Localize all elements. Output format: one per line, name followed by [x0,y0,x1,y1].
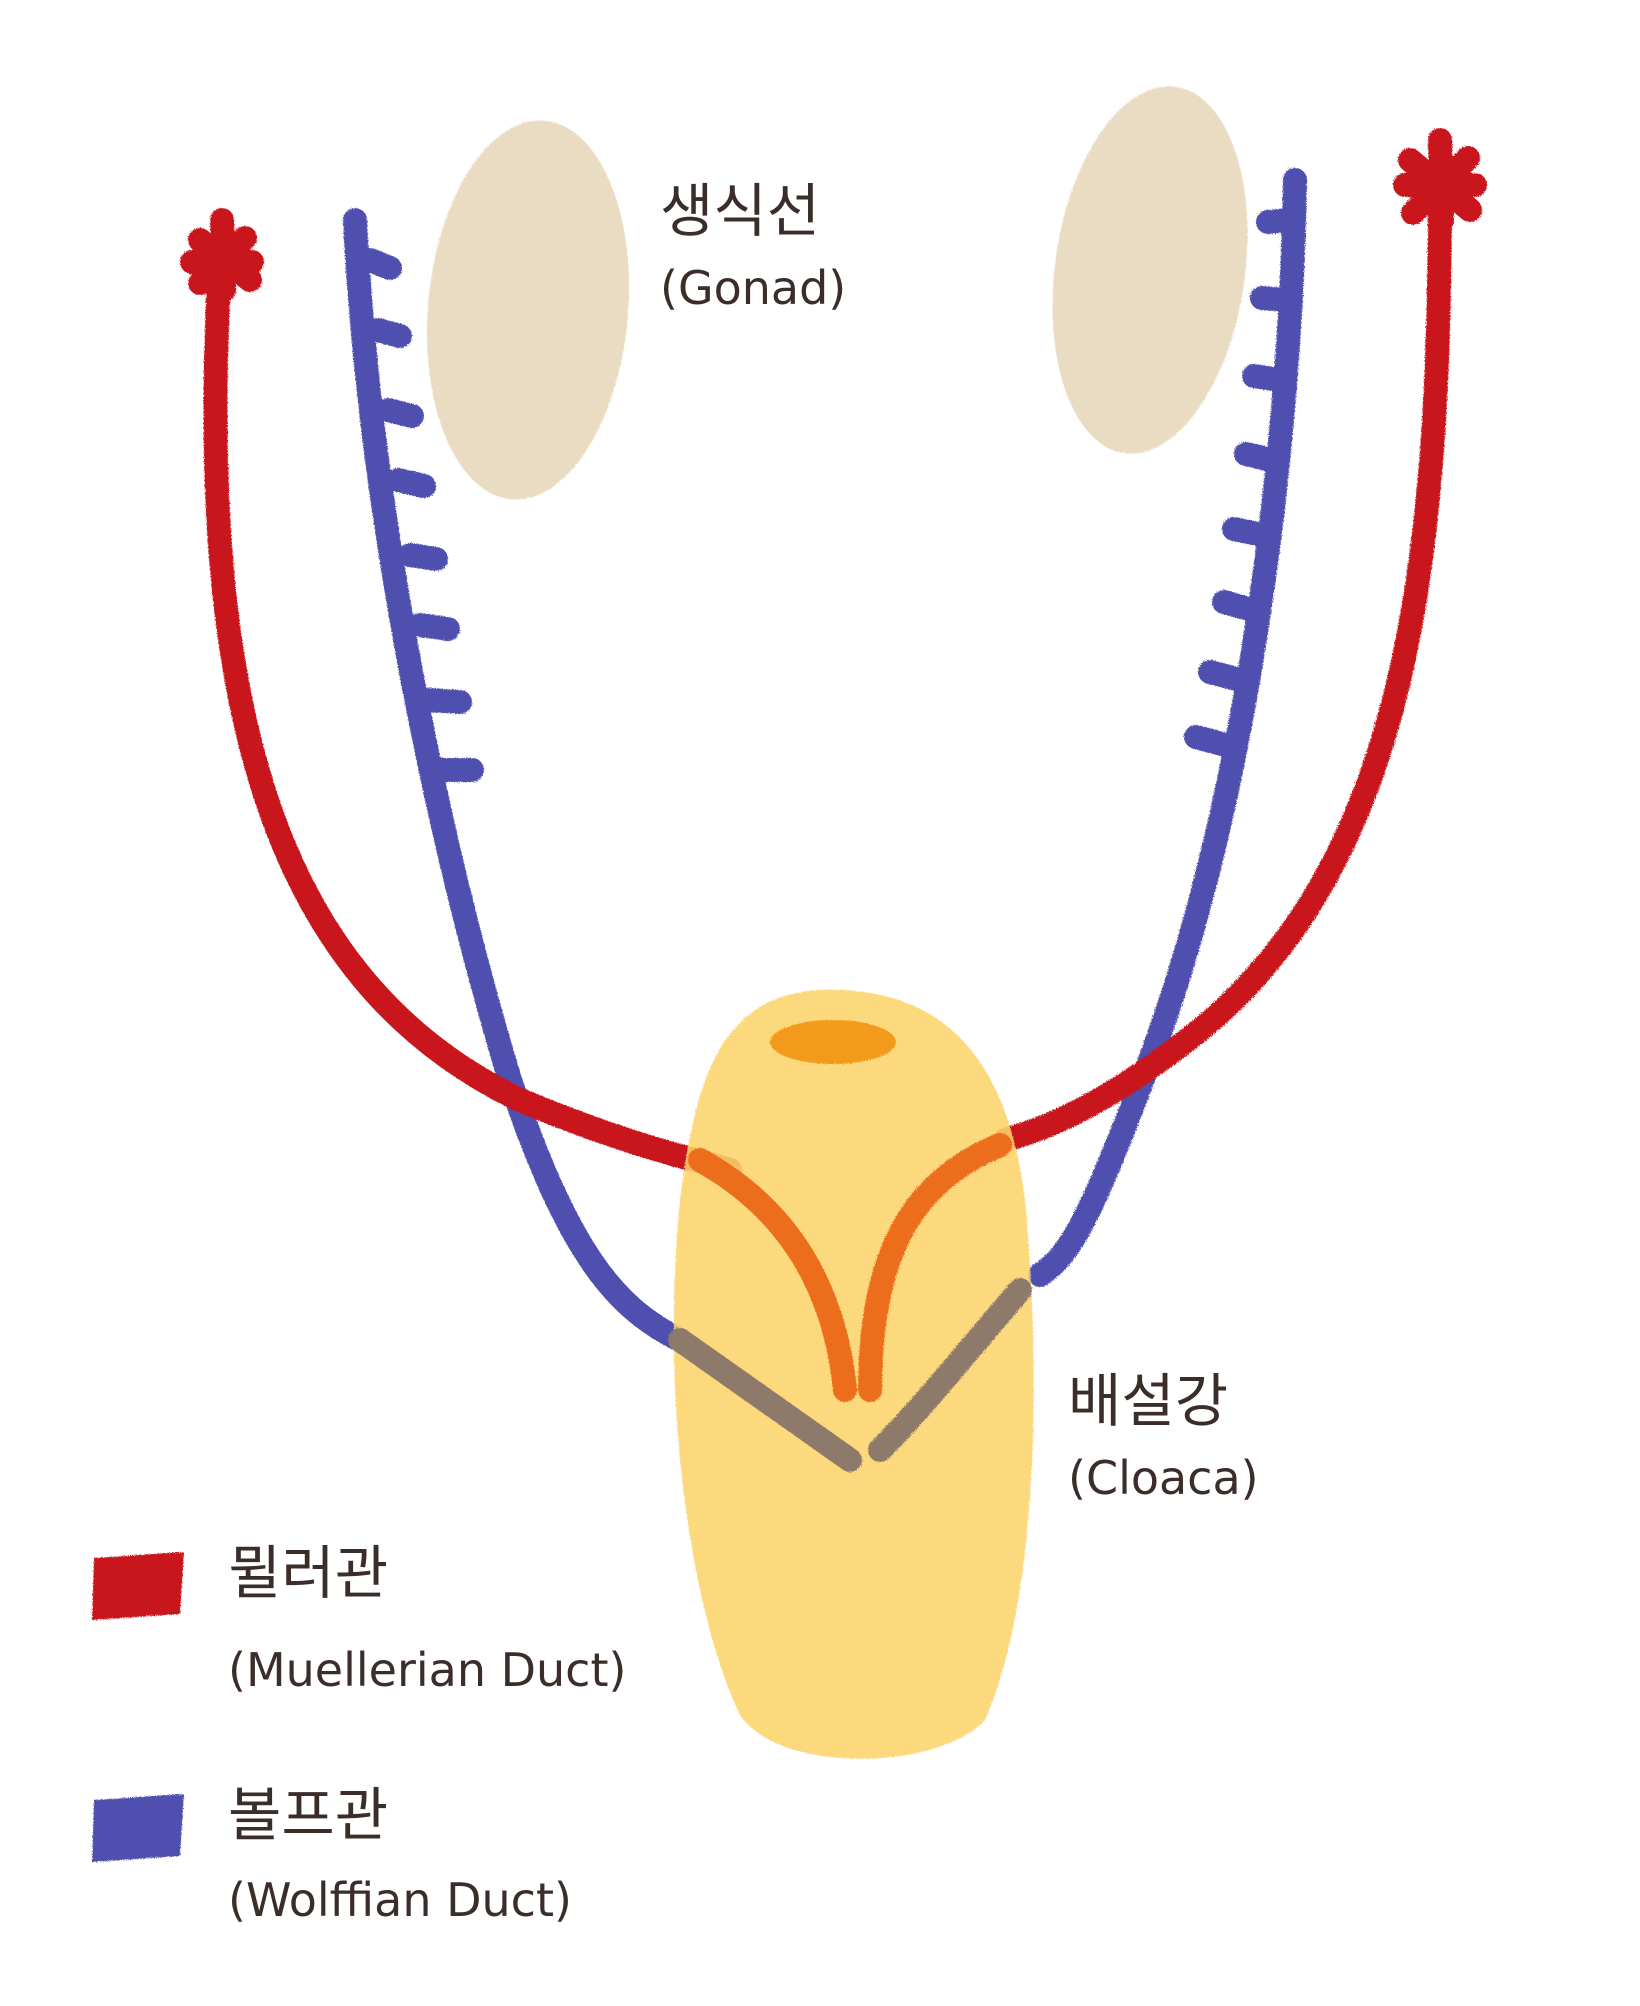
right-wolffian-duct [1028,168,1307,1287]
gonad-label-english: (Gonad) [660,261,847,315]
cloaca-label-english: (Cloaca) [1068,1451,1259,1505]
cloaca-opening [770,1020,896,1064]
legend-label-korean: 뮐러관 [228,1539,389,1607]
ducts-inside-cloaca [668,1133,1032,1472]
right-muellerian-duct [993,163,1452,1152]
muellerian-ducts [180,128,1487,1182]
left-wolffian-tubules [358,248,484,782]
legend-label-korean: 볼프관 [228,1781,389,1849]
left-muellerian-inside [688,1148,857,1402]
legend-label-english: (Wolffian Duct) [228,1873,572,1927]
right-muellerian-inside [858,1133,1012,1402]
left-gonad [427,120,629,500]
right-muellerian-fimbria [1393,128,1487,232]
wolffian-ducts [343,168,1307,1352]
muellerian-swatch [92,1552,184,1620]
left-wolffian-duct [343,208,692,1352]
gonad-label-korean: 생식선 [660,177,821,245]
left-muellerian-fimbria [180,208,264,302]
wolffian-swatch [92,1794,184,1862]
left-muellerian-duct [203,248,742,1182]
cloaca-label-korean: 배설강 [1068,1367,1229,1435]
right-wolffian-inside [868,1278,1032,1462]
right-wolffian-tubules [1184,208,1302,757]
right-gonad [1052,86,1248,454]
legend-label-english: (Muellerian Duct) [228,1643,627,1697]
left-wolffian-inside [668,1328,862,1472]
